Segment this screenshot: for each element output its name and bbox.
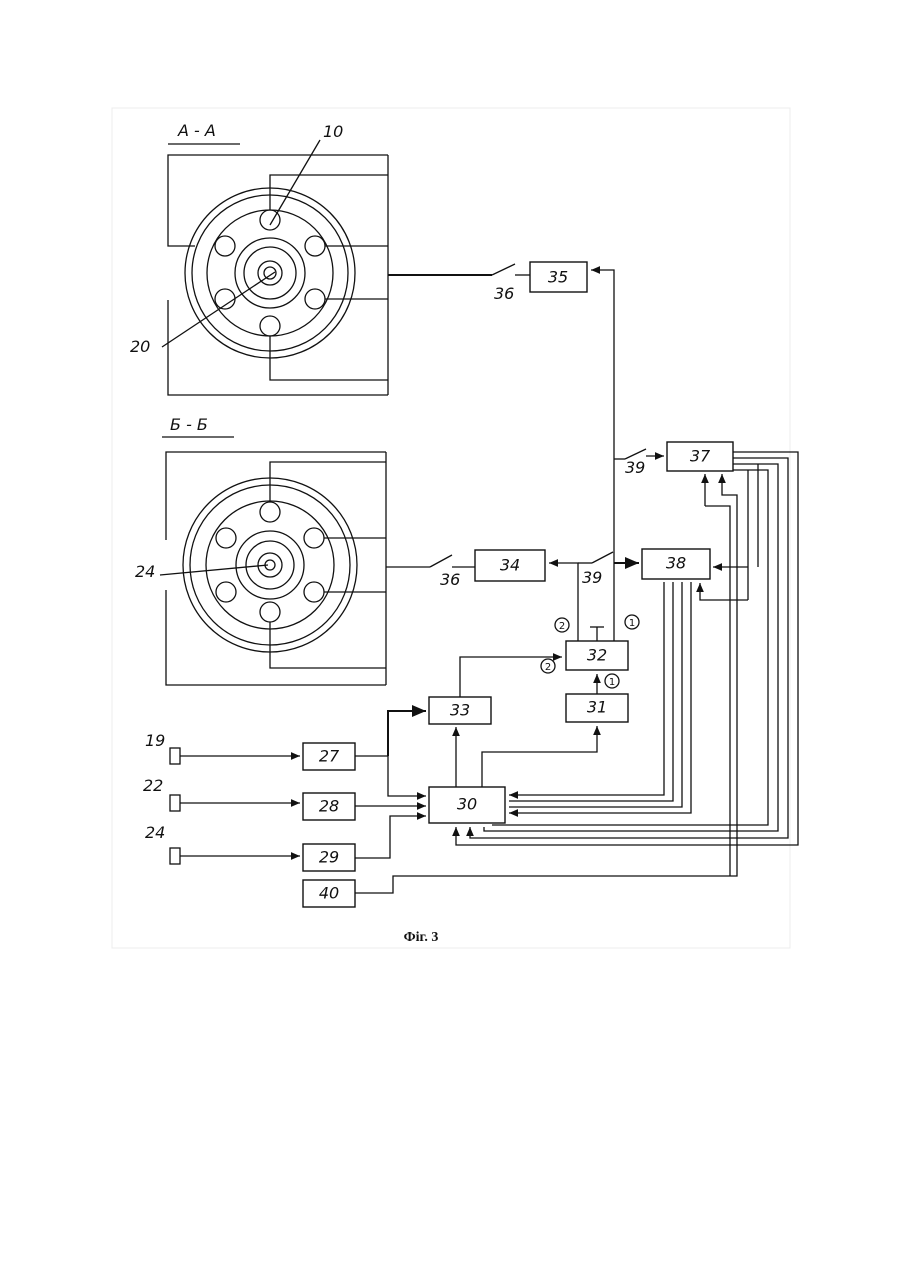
- outer-ring: [185, 188, 355, 358]
- callout-20: 20: [130, 337, 150, 356]
- block-27-label: 27: [319, 747, 340, 766]
- block-34-label: 34: [500, 556, 520, 575]
- switch-36-upper: [492, 264, 515, 275]
- bolt-lead: [270, 622, 386, 668]
- callout-39-upper: 39: [625, 458, 645, 477]
- upper-output-chain: 36 35: [388, 262, 587, 303]
- block-33-label: 33: [450, 701, 470, 720]
- hub-core: [244, 247, 296, 299]
- bus-37-30-b: [470, 458, 788, 838]
- bolt: [215, 289, 235, 309]
- bolt: [304, 528, 324, 548]
- bolt: [260, 602, 280, 622]
- sensor-24-icon: [170, 848, 180, 864]
- control-logic: 32 31 33 38 37 39 39 2 1 2 1: [429, 270, 733, 724]
- sensor-22-icon: [170, 795, 180, 811]
- bus-37-30-c: [484, 464, 778, 831]
- hub-ring: [235, 238, 305, 308]
- block-35-label: 35: [548, 268, 568, 287]
- callout-36-lower: 36: [440, 570, 460, 589]
- bolt: [305, 236, 325, 256]
- leader-10: [270, 140, 320, 225]
- outer-ring-inner: [192, 195, 348, 351]
- marker-2-lower-label: 2: [545, 662, 551, 673]
- link-40-37: [355, 474, 737, 893]
- link-27-30: [355, 756, 426, 796]
- marker-1-lower-label: 1: [609, 677, 615, 688]
- mid-ring: [206, 501, 334, 629]
- frame-lower: [168, 300, 388, 395]
- bolt: [216, 582, 236, 602]
- callout-10: 10: [323, 122, 343, 141]
- block-32-label: 32: [587, 646, 607, 665]
- sensor-19-icon: [170, 748, 180, 764]
- block-37-label: 37: [690, 447, 711, 466]
- bus-38-30-b: [509, 582, 673, 801]
- marker-2-upper-label: 2: [559, 621, 565, 632]
- middle-output-chain: 36 34: [386, 550, 545, 589]
- link-30-31: [482, 726, 597, 787]
- sensor-label-19: 19: [145, 731, 165, 750]
- block-28-label: 28: [319, 797, 339, 816]
- block-31-label: 31: [587, 698, 607, 717]
- bolt-lead: [270, 462, 386, 502]
- section-label-aa: A - A: [177, 121, 216, 140]
- outer-ring-inner: [190, 485, 350, 645]
- bolt: [260, 502, 280, 522]
- figure-caption: Фіг. 3: [404, 930, 439, 945]
- bus-38-30-a: [509, 582, 664, 795]
- hub-core: [246, 541, 294, 589]
- block-30-label: 30: [457, 795, 477, 814]
- section-a-a: A - A 10 20: [130, 121, 388, 395]
- leader-20: [162, 272, 275, 347]
- callout-39-middle: 39: [582, 568, 602, 587]
- bolt: [260, 316, 280, 336]
- callout-24-section: 24: [135, 562, 155, 581]
- switch-39-middle: [592, 552, 613, 563]
- block-29-label: 29: [319, 848, 339, 867]
- bolt-lead: [270, 175, 388, 210]
- frame-upper: [168, 155, 388, 246]
- leader-24: [160, 565, 268, 575]
- sensor-bolts-aa: [215, 210, 325, 336]
- bolt: [215, 236, 235, 256]
- bolt: [305, 289, 325, 309]
- section-label-bb: Б - Б: [170, 415, 208, 434]
- switch-36-lower: [430, 555, 452, 567]
- marker-1-upper-label: 1: [629, 618, 635, 629]
- sensor-label-22: 22: [143, 776, 163, 795]
- block-40-label: 40: [319, 884, 339, 903]
- link-29-30: [355, 816, 426, 858]
- bus-37-30-d: [492, 470, 768, 825]
- section-b-b: Б - Б 24: [135, 415, 386, 685]
- bolt: [216, 528, 236, 548]
- bus-to-38-lower: [700, 583, 748, 600]
- callout-36-upper: 36: [494, 284, 514, 303]
- mid-ring: [207, 210, 333, 336]
- sensor-label-24: 24: [145, 823, 165, 842]
- link-27-33: [388, 711, 426, 756]
- block-38-label: 38: [666, 554, 686, 573]
- bolt: [304, 582, 324, 602]
- bolt-lead: [270, 336, 388, 380]
- sensor-inputs: 19 22 24 27 28 29 40: [143, 474, 737, 907]
- sensor-bolts-bb: [216, 502, 324, 622]
